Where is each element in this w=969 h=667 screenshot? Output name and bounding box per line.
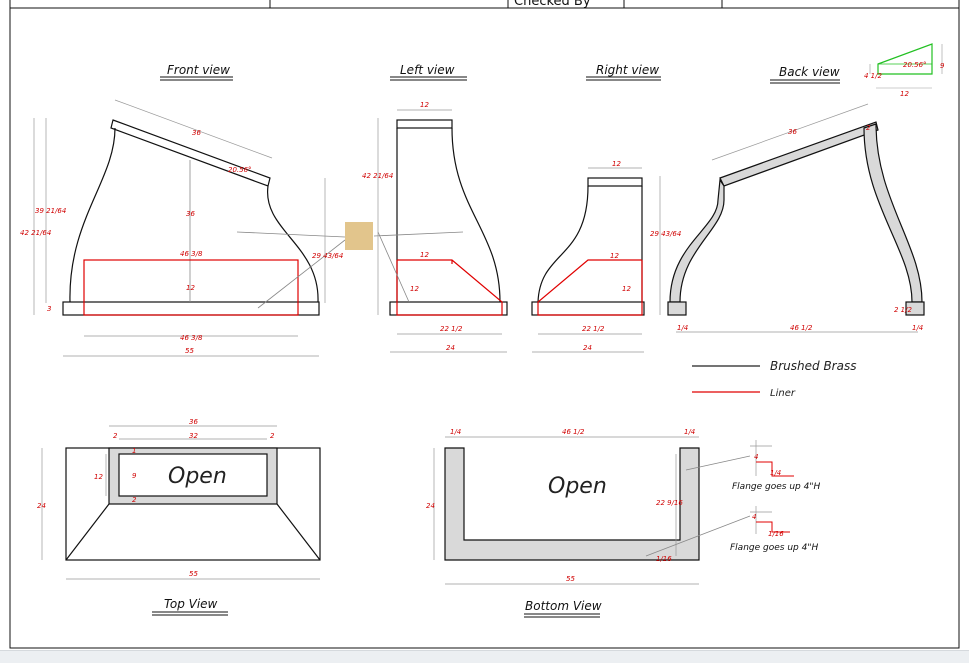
right-outer-dim: 24 [583, 344, 592, 352]
top-top-1: 1 [132, 447, 136, 455]
top-left-2: 2 [113, 432, 118, 440]
left-inner-dim: 22 1/2 [440, 325, 463, 333]
front-liner-width-dim: 46 3/8 [180, 250, 203, 258]
flange-2-dim-b: 1/16 [768, 530, 784, 538]
left-top-dim: 12 [420, 101, 429, 109]
front-inner-height-dim: 39 21/64 [35, 207, 66, 215]
right-liner-h-dim: 12 [622, 285, 631, 293]
flange-detail-1: 4 1/4 Flange goes up 4"H [732, 440, 820, 492]
left-height-dim: 42 21/64 [362, 172, 393, 180]
flange-2-dim-a: 4 [752, 513, 756, 521]
right-liner-w-dim: 12 [610, 252, 619, 260]
back-ledge-dim: 2 1/2 [894, 306, 912, 314]
bottom-left-14: 1/4 [450, 428, 461, 436]
back-view: Back view 36 2 1/4 46 1/2 1/4 2 1/2 [667, 65, 925, 333]
top-depth-24: 24 [37, 502, 46, 510]
front-base-dim: 3 [47, 305, 51, 313]
bottom-overall-55: 55 [566, 575, 575, 583]
right-inner-dim: 22 1/2 [582, 325, 605, 333]
legend: Brushed Brass Liner [692, 359, 856, 399]
status-bar [0, 650, 969, 663]
left-view-title: Left view [400, 63, 455, 77]
bottom-middle: 46 1/2 [562, 428, 585, 436]
legend-brass-label: Brushed Brass [770, 359, 856, 373]
top-view: Open 36 32 2 2 12 9 1 2 24 55 Top View [37, 418, 321, 616]
back-view-title: Back view [779, 65, 840, 79]
front-angle-dim: 20.56° [228, 166, 252, 174]
bottom-view-title: Bottom View [525, 599, 602, 613]
right-view-title: Right view [596, 63, 659, 77]
back-middle-dim: 46 1/2 [790, 324, 813, 332]
front-outer-height-dim: 42 21/64 [20, 229, 51, 237]
legend-liner-label: Liner [770, 388, 796, 399]
right-height-dim: 29 43/64 [650, 230, 681, 238]
back-corner-dim: 2 [866, 124, 871, 132]
back-left-dim: 1/4 [677, 324, 688, 332]
front-bottom-liner-dim: 46 3/8 [180, 334, 203, 342]
bottom-view-open-label: Open [548, 474, 607, 499]
top-h-9: 9 [132, 472, 137, 480]
right-top-dim: 12 [612, 160, 621, 168]
flange-1-dim-a: 4 [754, 453, 758, 461]
checked-by-label: Checked By [514, 0, 591, 9]
right-view: Right view 12 29 43/64 12 12 22 1/2 24 [531, 63, 681, 353]
left-liner-h-dim: 12 [410, 285, 419, 293]
bottom-depth-24: 24 [426, 502, 435, 510]
left-liner-w-dim: 12 [420, 251, 429, 259]
angle-detail-angle: 20.56° [903, 61, 927, 69]
front-view: Front view 36 20.56° 36 [20, 63, 346, 357]
bottom-view: Open 1/4 46 1/2 1/4 24 22 9/16 1/16 55 B… [426, 428, 751, 618]
flange-2-note: Flange goes up 4"H [730, 543, 818, 553]
selection-marker[interactable] [345, 222, 373, 250]
bottom-inner-h: 22 9/16 [656, 499, 683, 507]
top-h-12: 12 [94, 473, 103, 481]
front-view-title: Front view [167, 63, 230, 77]
bottom-16: 1/16 [656, 555, 672, 563]
front-top-dim: 36 [192, 129, 201, 137]
top-view-title: Top View [164, 597, 218, 611]
top-width-36: 36 [189, 418, 198, 426]
title-block [9, 0, 960, 649]
left-view: Left view 12 42 21/64 12 12 22 1/2 24 [362, 63, 508, 353]
angle-detail: 20.56° 9 12 4 1/2 [864, 43, 945, 98]
flange-1-note: Flange goes up 4"H [732, 482, 820, 492]
bottom-right-14: 1/4 [684, 428, 695, 436]
angle-detail-base: 12 [900, 90, 909, 98]
top-overall-55: 55 [189, 570, 198, 578]
back-right-dim: 1/4 [912, 324, 923, 332]
flange-detail-2: 4 1/16 Flange goes up 4"H [730, 506, 818, 553]
angle-detail-small: 4 1/2 [864, 72, 882, 80]
top-bottom-2: 2 [132, 496, 137, 504]
front-overall-dim: 55 [185, 347, 194, 355]
top-width-32: 32 [189, 432, 198, 440]
front-right-height-dim: 29 43/64 [312, 252, 343, 260]
flange-1-dim-b: 1/4 [770, 469, 781, 477]
front-liner-height-dim: 12 [186, 284, 195, 292]
top-view-open-label: Open [168, 464, 227, 489]
angle-detail-height: 9 [940, 62, 945, 70]
front-center-dim: 36 [186, 210, 195, 218]
left-outer-dim: 24 [446, 344, 455, 352]
back-top-dim: 36 [788, 128, 797, 136]
top-right-2: 2 [270, 432, 275, 440]
